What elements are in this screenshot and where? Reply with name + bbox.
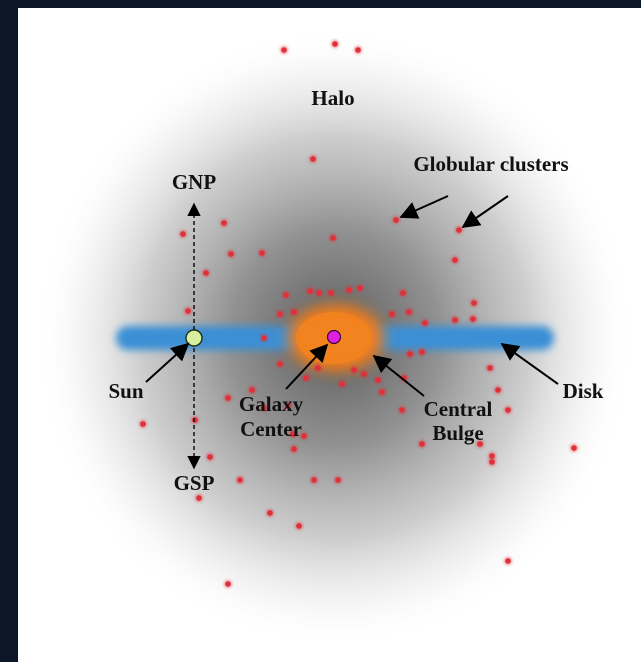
globular-cluster-dot xyxy=(249,387,255,393)
gsp-label: GSP xyxy=(174,471,215,495)
globular-cluster-dot xyxy=(291,309,297,315)
globular-cluster-dot xyxy=(375,377,381,383)
globular-cluster-dot xyxy=(285,403,291,409)
globular-cluster-dot xyxy=(505,558,511,564)
globular-cluster-dot xyxy=(283,292,289,298)
globular-cluster-dot xyxy=(207,454,213,460)
globular-cluster-dot xyxy=(419,349,425,355)
globular-cluster-dot xyxy=(330,235,336,241)
globular-cluster-dot xyxy=(281,47,287,53)
globular-cluster-dot xyxy=(303,375,309,381)
globular-cluster-dot xyxy=(228,251,234,257)
globular-clusters-pointer-arrow-2 xyxy=(461,195,509,229)
globular-cluster-dot xyxy=(477,441,483,447)
sun-label: Sun xyxy=(108,379,143,403)
globular-cluster-dot xyxy=(339,381,345,387)
sun-dot xyxy=(185,329,203,347)
globular-cluster-dot xyxy=(316,290,322,296)
globular-cluster-dot xyxy=(487,365,493,371)
globular-cluster-dot xyxy=(328,290,334,296)
sun-pointer-arrow xyxy=(145,342,190,383)
globular-cluster-dot xyxy=(267,510,273,516)
globular-cluster-dot xyxy=(221,220,227,226)
globular-cluster-dot xyxy=(307,288,313,294)
globular-cluster-dot xyxy=(277,311,283,317)
globular-cluster-dot xyxy=(351,367,357,373)
galaxy-center-dot xyxy=(326,329,342,345)
gnp-label: GNP xyxy=(172,170,217,194)
central-bulge-label-line2: Bulge xyxy=(432,421,483,445)
globular-cluster-dot xyxy=(346,287,352,293)
globular-cluster-dot xyxy=(180,231,186,237)
globular-cluster-dot xyxy=(291,446,297,452)
globular-cluster-dot xyxy=(489,459,495,465)
globular-cluster-dot xyxy=(261,335,267,341)
globular-clusters-label: Globular clusters xyxy=(413,152,568,176)
globular-cluster-dot xyxy=(311,477,317,483)
globular-cluster-dot xyxy=(361,371,367,377)
globular-cluster-dot xyxy=(296,523,302,529)
disk-label: Disk xyxy=(563,379,604,403)
globular-cluster-dot xyxy=(310,156,316,162)
globular-cluster-dot xyxy=(489,453,495,459)
globular-cluster-dot xyxy=(407,351,413,357)
central-bulge-label-line1: Central xyxy=(424,397,493,421)
globular-cluster-dot xyxy=(355,47,361,53)
globular-cluster-dot xyxy=(357,285,363,291)
globular-cluster-dot xyxy=(225,581,231,587)
globular-cluster-dot xyxy=(225,395,231,401)
globular-cluster-dot xyxy=(315,365,321,371)
globular-cluster-dot xyxy=(456,227,462,233)
globular-cluster-dot xyxy=(192,417,198,423)
diagram-panel: Halo Globular clusters GNP GSP Sun Galax… xyxy=(18,8,641,662)
globular-cluster-dot xyxy=(471,300,477,306)
globular-cluster-dot xyxy=(389,311,395,317)
globular-cluster-dot xyxy=(203,270,209,276)
globular-cluster-dot xyxy=(140,421,146,427)
globular-cluster-dot xyxy=(335,477,341,483)
globular-cluster-dot xyxy=(290,431,296,437)
globular-cluster-dot xyxy=(470,316,476,322)
globular-cluster-dot xyxy=(406,309,412,315)
galaxy-center-pointer-arrow xyxy=(285,343,329,390)
globular-cluster-dot xyxy=(196,495,202,501)
globular-cluster-dot xyxy=(505,407,511,413)
globular-cluster-dot xyxy=(261,405,267,411)
halo-label: Halo xyxy=(311,86,354,110)
globular-cluster-dot xyxy=(259,250,265,256)
globular-cluster-dot xyxy=(399,407,405,413)
central-bulge-pointer-arrow xyxy=(372,354,425,397)
globular-cluster-dot xyxy=(393,217,399,223)
globular-cluster-dot xyxy=(277,361,283,367)
globular-cluster-dot xyxy=(571,445,577,451)
globular-cluster-dot xyxy=(419,441,425,447)
globular-cluster-dot xyxy=(185,308,191,314)
globular-cluster-dot xyxy=(452,257,458,263)
galaxy-center-label-line1: Galaxy xyxy=(239,392,304,416)
globular-clusters-pointer-arrow-1 xyxy=(399,195,449,219)
globular-cluster-dot xyxy=(452,317,458,323)
globular-cluster-dot xyxy=(332,41,338,47)
globular-clusters-group xyxy=(138,39,579,589)
disk-pointer-arrow xyxy=(500,342,559,385)
globular-cluster-dot xyxy=(495,387,501,393)
globular-cluster-dot xyxy=(379,389,385,395)
galaxy-center-label-line2: Center xyxy=(240,417,302,441)
globular-cluster-dot xyxy=(301,433,307,439)
galaxy-structure-diagram: Halo Globular clusters GNP GSP Sun Galax… xyxy=(35,28,635,648)
globular-cluster-dot xyxy=(237,477,243,483)
globular-cluster-dot xyxy=(422,320,428,326)
globular-cluster-dot xyxy=(400,290,406,296)
